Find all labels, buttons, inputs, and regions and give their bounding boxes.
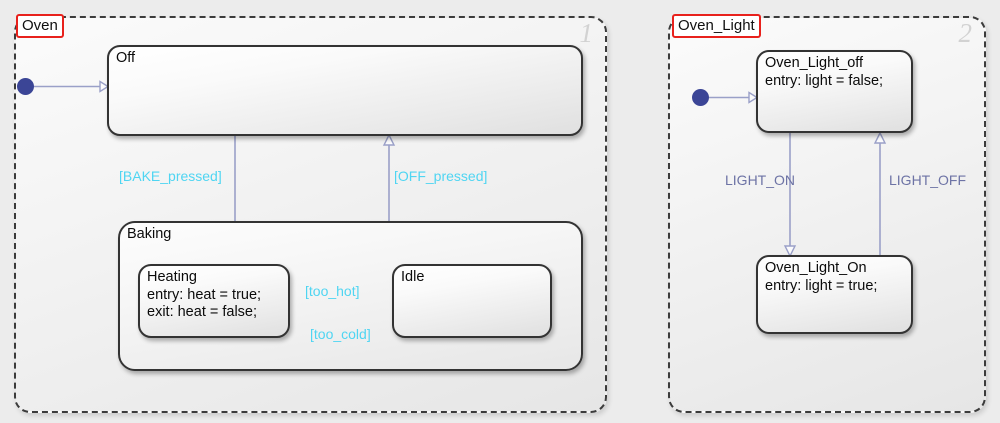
state-off-label: Off <box>116 50 136 66</box>
chart-oven-light-title[interactable]: Oven_Light <box>672 14 761 38</box>
transition-label-too-hot[interactable]: [too_hot] <box>305 283 360 299</box>
transition-label-light-off[interactable]: LIGHT_OFF <box>889 172 967 188</box>
transition-label-off-pressed[interactable]: [OFF_pressed] <box>394 168 488 184</box>
chart-oven-title[interactable]: Oven <box>16 14 64 38</box>
state-oven-light-on[interactable]: Oven_Light_On entry: light = true; <box>756 255 913 334</box>
transition-label-light-on[interactable]: LIGHT_ON <box>725 172 796 188</box>
state-oven-light-on-label: Oven_Light_On entry: light = true; <box>765 260 878 294</box>
transition-label-too-cold[interactable]: [too_cold] <box>310 326 371 342</box>
chart-oven-badge: 1 <box>579 18 594 48</box>
state-idle-label: Idle <box>401 269 425 285</box>
state-heating-label: Heating entry: heat = true; exit: heat =… <box>147 269 262 320</box>
state-heating[interactable]: Heating entry: heat = true; exit: heat =… <box>138 264 290 338</box>
default-transition-dot-oven[interactable] <box>17 78 34 95</box>
state-off[interactable]: Off <box>107 45 583 136</box>
state-oven-light-off[interactable]: Oven_Light_off entry: light = false; <box>756 50 913 133</box>
state-oven-light-off-label: Oven_Light_off entry: light = false; <box>765 55 884 89</box>
state-baking-label: Baking <box>127 226 172 242</box>
state-idle[interactable]: Idle <box>392 264 552 338</box>
transition-label-bake-pressed[interactable]: [BAKE_pressed] <box>119 168 222 184</box>
default-transition-dot-oven-light[interactable] <box>692 89 709 106</box>
chart-oven-light-badge: 2 <box>958 18 973 48</box>
